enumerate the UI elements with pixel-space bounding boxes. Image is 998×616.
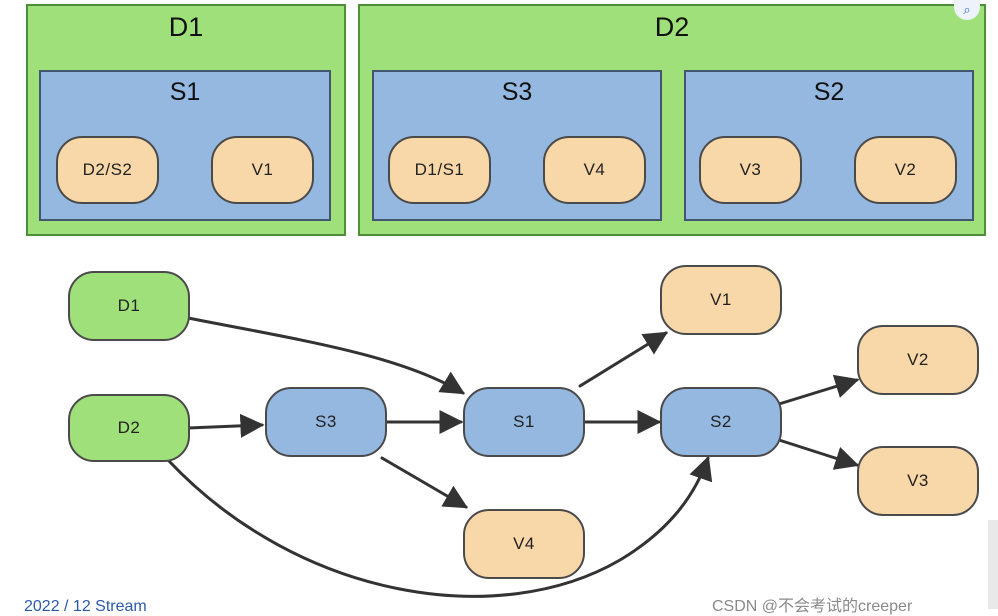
edge-s2-v3 [777, 438, 860, 470]
csdn-watermark: CSDN @不会考试的creeper [712, 598, 913, 615]
node-d2-s2-ref: D2/S2 [56, 136, 159, 204]
graph-node-s1: S1 [463, 387, 585, 457]
edge-s1-v1 [578, 331, 669, 388]
node-v4-top: V4 [543, 136, 646, 204]
graph-node-d1: D1 [68, 271, 190, 341]
node-v1-top: V1 [211, 136, 314, 204]
scrollbar[interactable] [988, 520, 998, 609]
graph-node-v4: V4 [463, 509, 585, 579]
edge-s3-v4 [380, 456, 469, 509]
footer-left-text: 2022 / 12 Stream [24, 598, 147, 615]
edge-d1-s1 [186, 316, 466, 395]
node-v2-top: V2 [854, 136, 957, 204]
graph-node-s3: S3 [265, 387, 387, 457]
node-d1-s1-ref: D1/S1 [388, 136, 491, 204]
graph-node-s2: S2 [660, 387, 782, 457]
server-s2-title: S2 [813, 78, 845, 106]
server-s3-title: S3 [501, 78, 533, 106]
graph-node-v1: V1 [660, 265, 782, 335]
node-v3-top: V3 [699, 136, 802, 204]
edge-d2-s3 [186, 413, 265, 438]
edge-d2-s2 [166, 455, 713, 598]
image-tools-icon[interactable]: ⌕ [954, 0, 980, 20]
graph-node-v3: V3 [857, 446, 979, 516]
graph-node-d2: D2 [68, 394, 190, 462]
domain-d1-title: D1 [168, 12, 204, 42]
server-s1-title: S1 [169, 78, 201, 106]
graph-node-v2: V2 [857, 325, 979, 395]
edge-s2-v2 [777, 374, 860, 406]
domain-d2-title: D2 [654, 12, 690, 42]
